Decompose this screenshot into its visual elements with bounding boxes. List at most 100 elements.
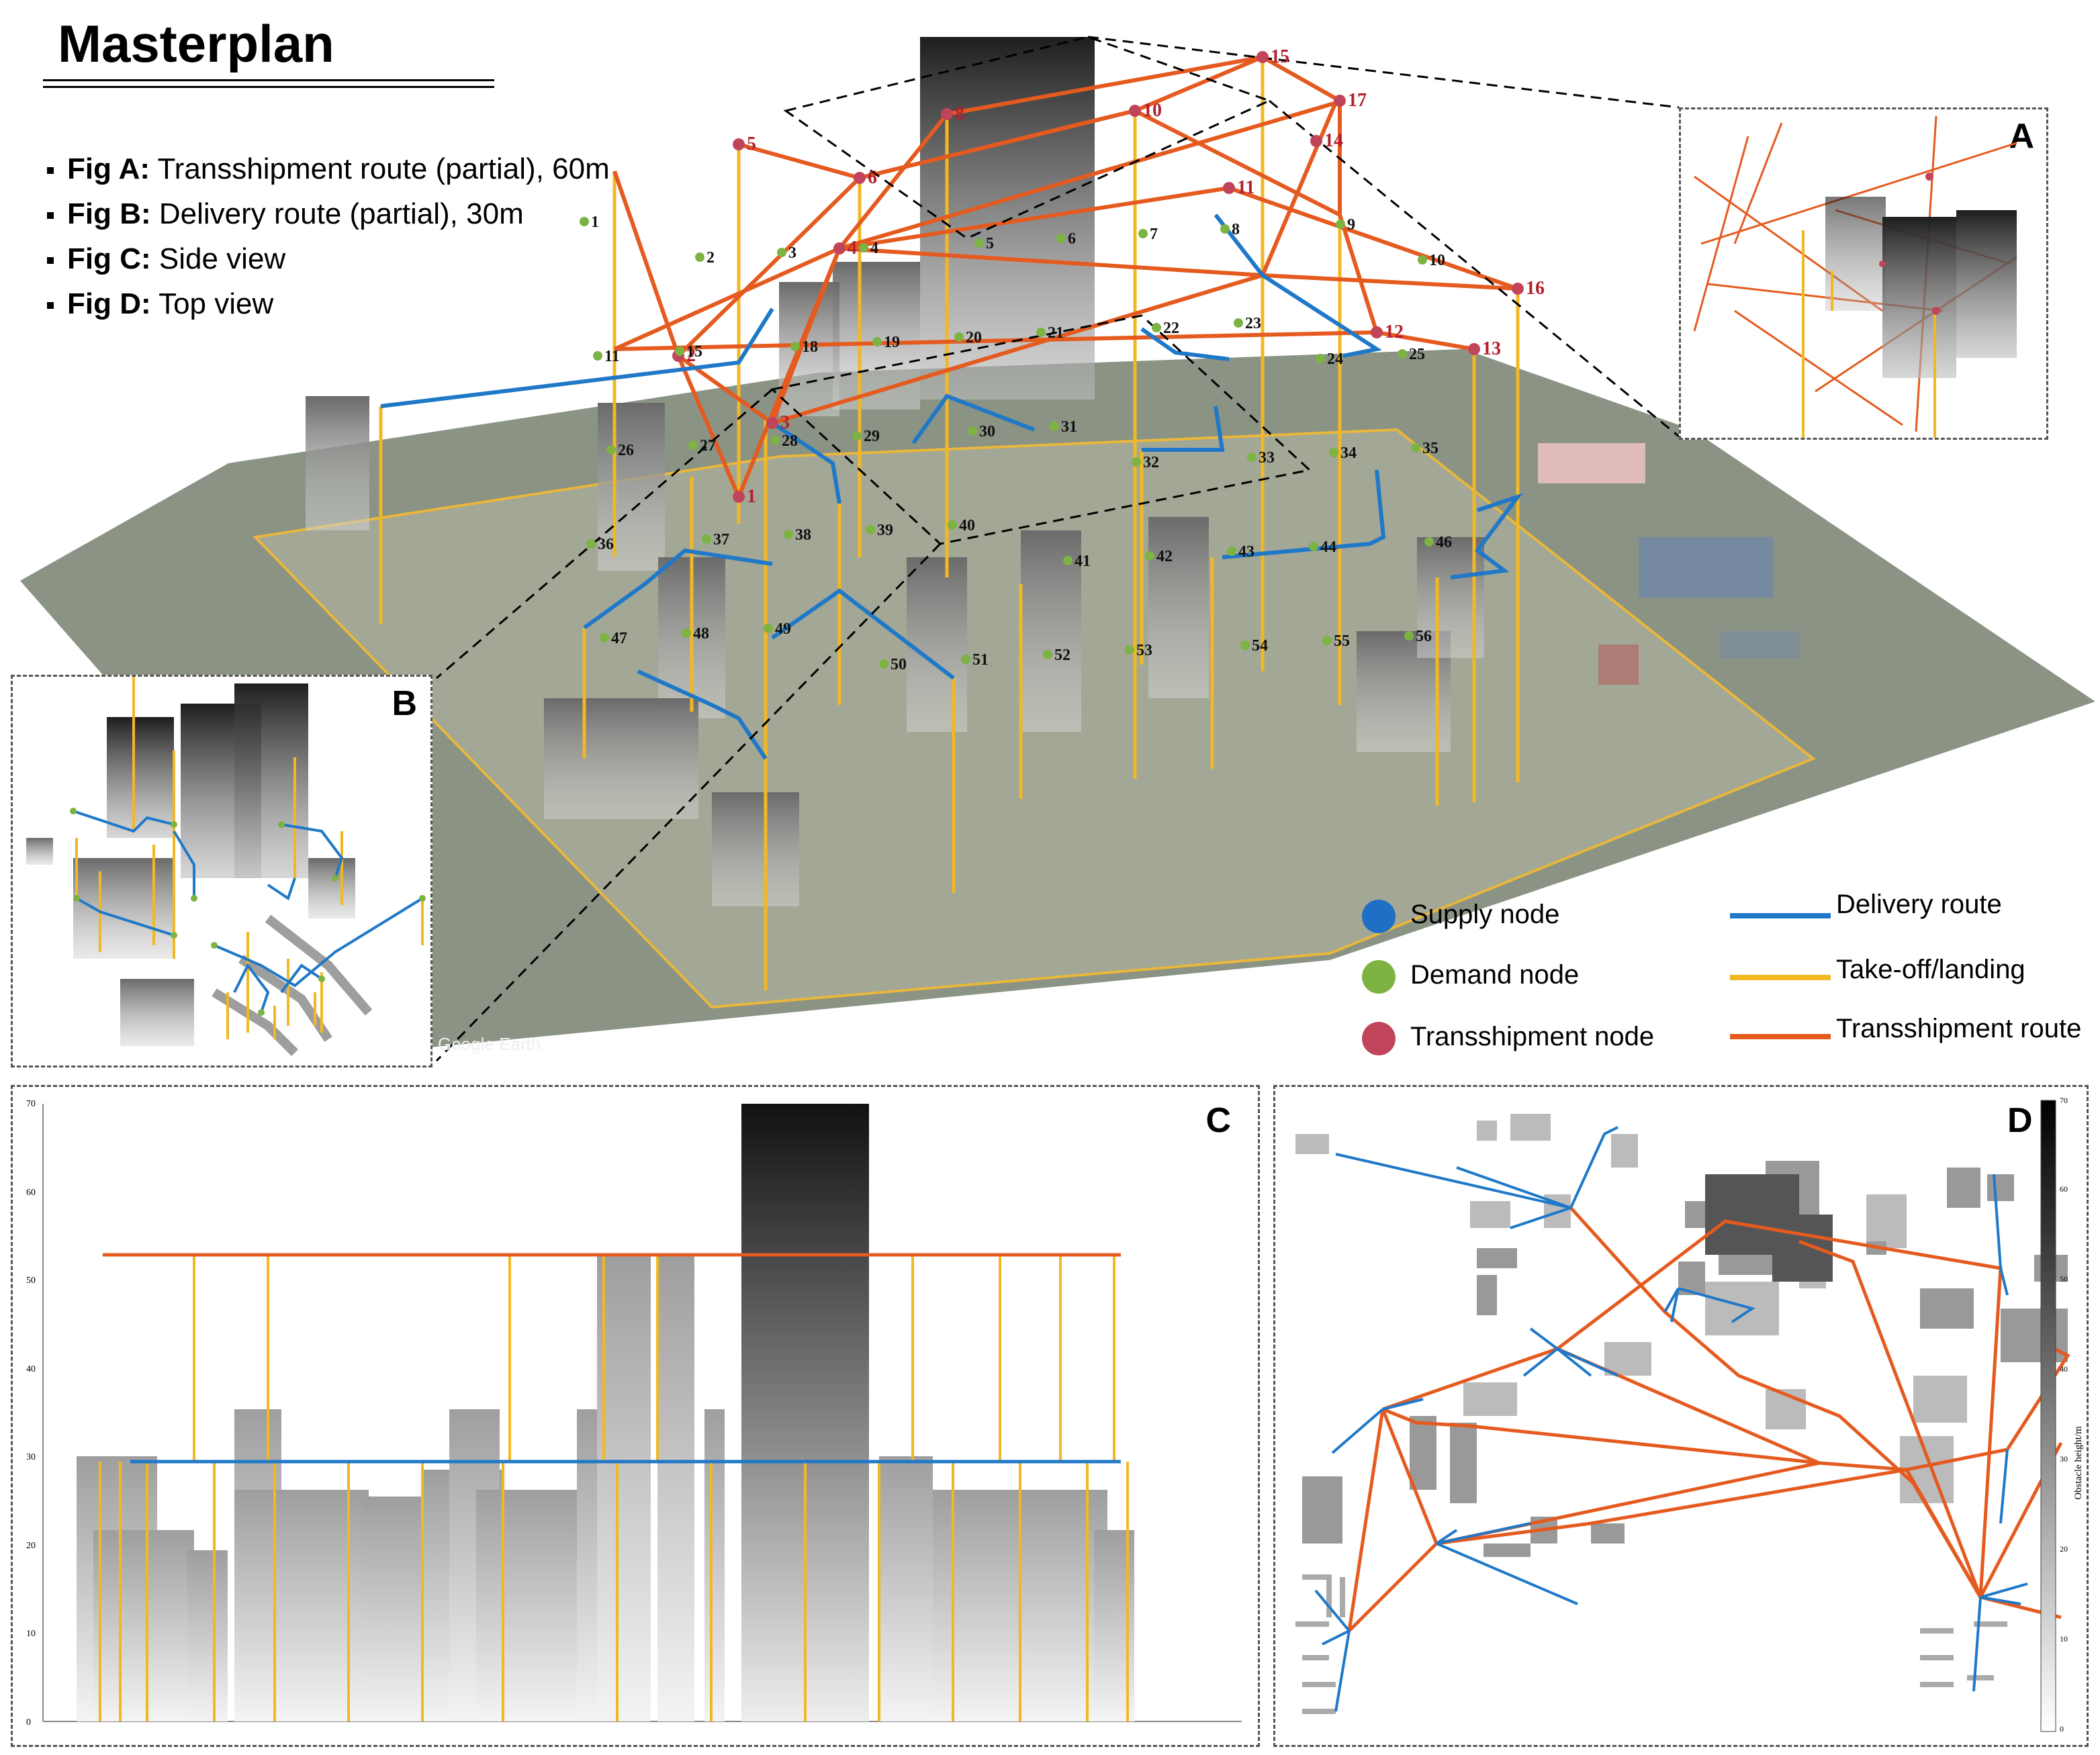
demand-node [866, 525, 875, 534]
figure-key: Fig D: [67, 287, 151, 320]
demand-node-label: 25 [1409, 346, 1425, 363]
svg-text:0: 0 [2060, 1724, 2064, 1734]
legend-transshipment: Transshipment node [1410, 1022, 1655, 1051]
figure-key: Fig A: [67, 152, 150, 185]
building [544, 698, 698, 819]
delivery-route-swatch [1730, 913, 1831, 918]
figure-list-item: Fig A: Transshipment route (partial), 60… [47, 146, 610, 191]
svg-text:40: 40 [2060, 1364, 2068, 1374]
demand-node [1411, 443, 1420, 453]
transshipment-node-label: 17 [1348, 90, 1367, 111]
svg-text:20: 20 [26, 1541, 36, 1551]
demand-node-label: 27 [700, 437, 716, 455]
demand-node [1043, 650, 1052, 659]
transshipment-node-label: 5 [747, 134, 756, 154]
demand-node-label: 30 [979, 423, 995, 440]
demand-node [600, 633, 609, 643]
figure-key: Fig C: [67, 242, 151, 275]
title-underline-secondary [43, 86, 494, 88]
demand-node [1152, 323, 1161, 332]
top-view-colorbar [2040, 1100, 2056, 1732]
svg-text:50: 50 [2060, 1274, 2068, 1284]
demand-node [764, 624, 773, 633]
site-boundary [252, 428, 1816, 1009]
demand-node-label: 28 [782, 432, 798, 450]
supply-node-icon [1362, 900, 1396, 933]
demand-node [784, 530, 793, 539]
figure-list-item: Fig D: Top view [47, 281, 610, 326]
building [1882, 217, 1956, 378]
figure-list-item: Fig C: Side view [47, 236, 610, 281]
demand-node [872, 337, 882, 346]
svg-text:10: 10 [2060, 1634, 2068, 1644]
panel-b-label: B [392, 684, 417, 723]
transshipment-node-label: 1 [747, 486, 756, 507]
top-view-transshipment-routes [1347, 1206, 2070, 1632]
demand-node-label: 10 [1429, 252, 1445, 269]
figure-desc: Side view [158, 242, 286, 275]
figure-key: Fig B: [67, 197, 151, 230]
panel-b: B [11, 675, 432, 1068]
panel-a: A [1679, 107, 2048, 440]
demand-node-label: 38 [795, 526, 811, 544]
demand-node [948, 520, 957, 530]
demand-node [1234, 318, 1243, 328]
top-view-low-rise [1295, 1574, 2007, 1714]
demand-node-label: 32 [1143, 454, 1159, 471]
demand-node-label: 23 [1245, 315, 1261, 332]
legend-takeoff-landing: Take-off/landing [1836, 955, 2025, 984]
figure-list: Fig A: Transshipment route (partial), 60… [47, 146, 610, 326]
transshipment-node [1371, 326, 1383, 338]
demand-node [1404, 631, 1414, 641]
figure-desc: Top view [158, 287, 274, 320]
demand-node-label: 22 [1163, 320, 1179, 337]
demand-node [1145, 551, 1154, 561]
bullet-icon [47, 212, 54, 220]
demand-node [1424, 537, 1434, 547]
demand-node [1125, 645, 1134, 655]
transshipment-node-label: 4 [848, 238, 857, 258]
map-watermark: Google Earth [438, 1034, 541, 1054]
colorbar-label: Obstacle height/m [2073, 1426, 2084, 1500]
demand-node-label: 55 [1334, 632, 1350, 650]
legend-demand: Demand node [1410, 960, 1580, 990]
svg-text:60: 60 [26, 1188, 36, 1198]
demand-node [1309, 542, 1318, 551]
side-view-y-ticks: 0 10 20 30 40 50 60 70 [26, 1099, 36, 1727]
demand-node-label: 21 [1048, 324, 1064, 342]
demand-node [688, 440, 698, 450]
side-view-takeoff [99, 1255, 1129, 1721]
demand-node [974, 238, 984, 248]
demand-node-label: 9 [1347, 216, 1355, 234]
svg-text:50: 50 [26, 1276, 36, 1286]
demand-node-label: 51 [972, 651, 989, 669]
map-track [1598, 645, 1639, 685]
demand-node [586, 539, 596, 549]
demand-node-label: 37 [713, 531, 729, 549]
low-rise-blocks [212, 914, 373, 1056]
title-underline [43, 79, 494, 81]
transshipment-node [1223, 182, 1235, 194]
demand-node [770, 436, 780, 445]
demand-node [1220, 224, 1230, 234]
bullet-icon [47, 257, 54, 265]
demand-node [702, 534, 711, 544]
demand-node-label: 41 [1075, 553, 1091, 570]
demand-node [1056, 234, 1066, 243]
demand-node [1132, 457, 1141, 467]
demand-node [879, 659, 888, 669]
transshipment-node [733, 138, 745, 150]
building [907, 557, 967, 732]
building [120, 979, 194, 1046]
svg-text:30: 30 [26, 1452, 36, 1462]
takeoff-landing-swatch [1730, 975, 1831, 980]
demand-node-label: 15 [686, 343, 702, 361]
demand-node-label: 11 [604, 348, 620, 365]
building [1021, 530, 1081, 732]
demand-node [1316, 354, 1325, 363]
transshipment-node-label: 14 [1324, 130, 1343, 151]
panel-a-nodes [1879, 173, 1940, 315]
demand-node [1036, 328, 1046, 337]
projection-lines [435, 36, 1680, 1062]
